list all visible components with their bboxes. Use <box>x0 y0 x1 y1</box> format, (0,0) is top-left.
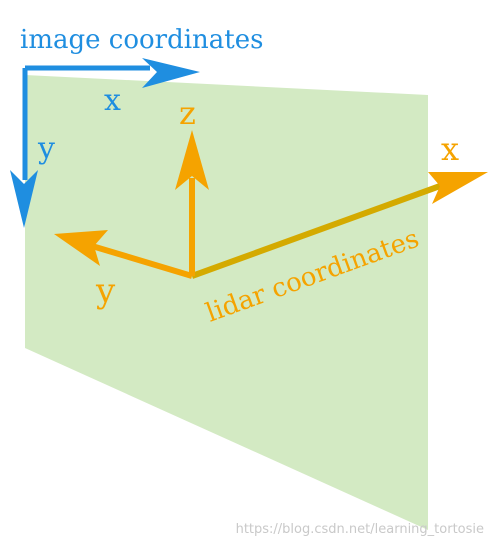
image-coordinates-title: image coordinates <box>20 25 263 55</box>
image-x-label: x <box>104 83 121 118</box>
lidar-y-axis <box>91 243 193 279</box>
lidar-z-arrowhead <box>175 130 209 190</box>
image-plane <box>25 75 428 530</box>
image-x-arrowhead <box>142 58 200 88</box>
lidar-x-label: x <box>441 130 459 168</box>
image-y-label: y <box>37 131 55 166</box>
lidar-z-label: z <box>179 94 196 132</box>
lidar-y-arrowhead <box>54 230 108 266</box>
lidar-x-axis <box>190 183 442 279</box>
lidar-y-label: y <box>95 271 116 311</box>
image-y-arrowhead <box>10 170 38 228</box>
watermark-text: https://blog.csdn.net/learning_tortosie <box>236 522 484 537</box>
lidar-x-arrowhead <box>428 172 488 204</box>
